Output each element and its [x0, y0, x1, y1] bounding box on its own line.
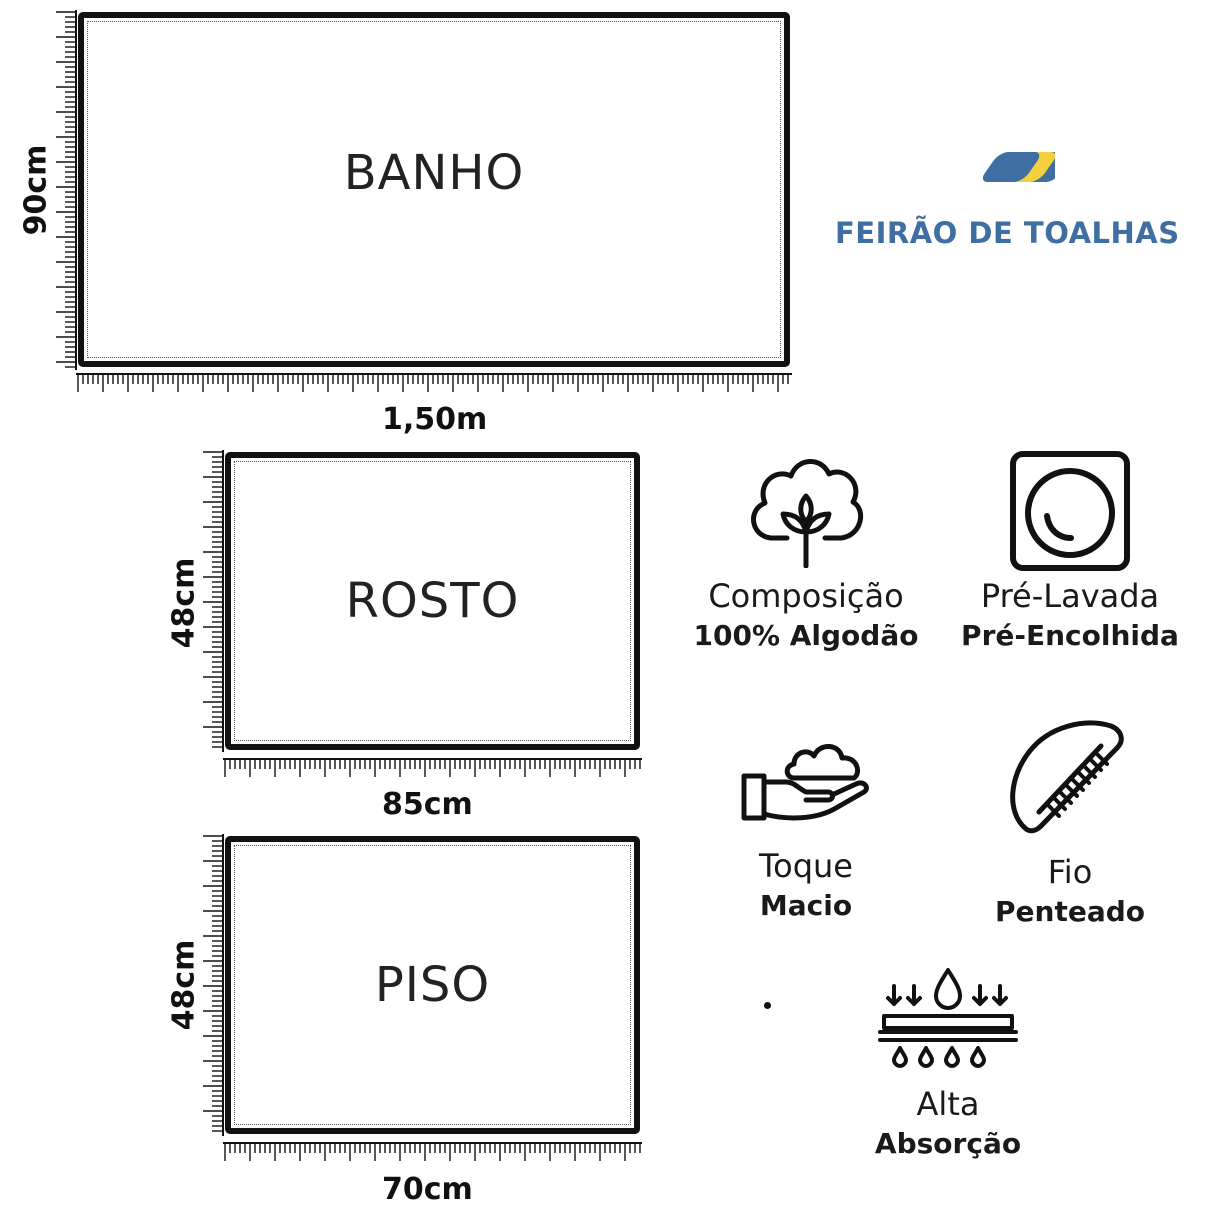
brand-name: FEIRÃO DE TOALHAS — [835, 216, 1180, 250]
feature-subtitle: Absorção — [874, 1127, 1022, 1160]
feature-absorcao: Alta Absorção — [818, 966, 1078, 1164]
towel-name-banho: BANHO — [343, 144, 525, 201]
feature-lavada: Pré-Lavada Pré-Encolhida — [940, 448, 1200, 656]
absorption-icon — [878, 968, 1018, 1068]
feature-subtitle: 100% Algodão — [693, 619, 919, 652]
ruler-vertical-banho — [56, 10, 77, 370]
hand-cloud-icon — [741, 744, 869, 821]
width-label-banho: 1,50m — [382, 402, 488, 437]
width-label-piso: 70cm — [382, 1172, 473, 1207]
ruler-vertical-piso — [203, 834, 224, 1136]
height-label-piso: 48cm — [166, 939, 202, 1031]
stitch-border — [234, 845, 631, 1125]
feature-title: Pré-Lavada — [980, 577, 1160, 615]
brand-logo-icon — [982, 152, 1055, 182]
stitch-border — [234, 461, 631, 741]
washing-machine-icon — [1010, 451, 1130, 571]
ruler-horizontal-rosto — [223, 758, 642, 777]
cotton-icon — [751, 459, 864, 568]
feature-toque: Toque Macio — [676, 736, 936, 926]
towel-piso: PISO — [225, 836, 640, 1134]
feature-subtitle: Pré-Encolhida — [961, 619, 1179, 652]
towel-name-rosto: ROSTO — [345, 573, 520, 629]
ruler-vertical-rosto — [203, 450, 224, 752]
towel-banho: BANHO — [78, 12, 790, 367]
feature-fio: Fio Penteado — [940, 716, 1200, 932]
comb-icon — [1010, 720, 1124, 834]
stitch-border — [87, 21, 781, 358]
feature-composicao: Composição 100% Algodão — [676, 448, 936, 656]
feature-title: Toque — [759, 847, 853, 885]
ruler-horizontal-banho — [76, 373, 792, 392]
height-label-rosto: 48cm — [166, 557, 202, 649]
width-label-rosto: 85cm — [382, 787, 473, 822]
stray-dot — [764, 1002, 771, 1009]
feature-title: Fio — [1047, 853, 1093, 891]
feature-subtitle: Penteado — [995, 895, 1145, 928]
towel-rosto: ROSTO — [225, 452, 640, 750]
feature-title: Alta — [916, 1085, 980, 1123]
ruler-horizontal-piso — [223, 1142, 642, 1161]
height-label-banho: 90cm — [18, 144, 54, 236]
feature-title: Composição — [708, 577, 904, 615]
towel-name-piso: PISO — [374, 957, 491, 1013]
feature-subtitle: Macio — [759, 889, 853, 922]
